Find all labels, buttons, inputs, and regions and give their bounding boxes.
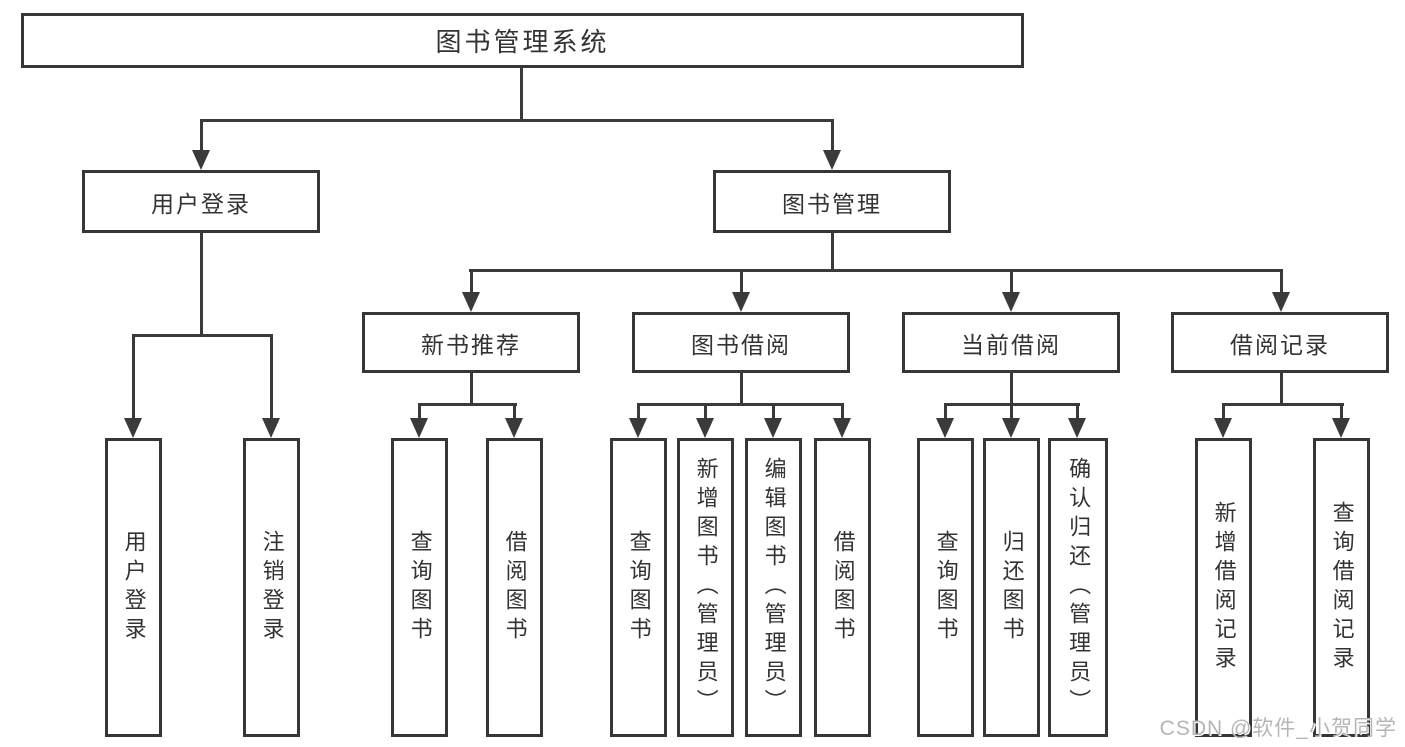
node-leaf-cb-confirm: 确认归还（管理员） — [1048, 438, 1108, 737]
arrowhead-bb-query-icon — [629, 418, 647, 438]
arrowhead-new-book-rec-icon — [462, 292, 480, 312]
node-root: 图书管理系统 — [21, 13, 1024, 68]
arrowhead-bb-add-icon — [696, 418, 714, 438]
node-user-login-label: 用户登录 — [151, 190, 251, 217]
edge-book-mgmt-drop-4 — [1280, 270, 1283, 294]
node-leaf-cb-return: 归还图书 — [983, 438, 1040, 737]
node-book-borrow-label: 图书借阅 — [691, 331, 791, 358]
edge-bb-drop-1 — [637, 404, 640, 420]
node-user-login: 用户登录 — [82, 170, 320, 233]
node-root-label: 图书管理系统 — [435, 27, 610, 57]
arrowhead-br-add-icon — [1214, 418, 1232, 438]
node-leaf-bb-add: 新增图书（管理员） — [677, 438, 734, 737]
arrowhead-cb-return-icon — [1002, 418, 1020, 438]
node-leaf-login: 用户登录 — [105, 438, 162, 737]
node-leaf-logout-label: 注销登录 — [259, 529, 285, 646]
node-leaf-br-query: 查询借阅记录 — [1313, 438, 1370, 737]
node-current-borrow: 当前借阅 — [902, 312, 1120, 373]
node-leaf-cb-query-label: 查询图书 — [933, 529, 959, 646]
node-leaf-br-query-label: 查询借阅记录 — [1329, 500, 1355, 675]
watermark: CSDN @软件_小贺同学 — [1159, 717, 1397, 740]
arrowhead-book-mgmt-icon — [823, 150, 841, 170]
node-book-mgmt-label: 图书管理 — [782, 190, 882, 217]
edge-bb-rail — [637, 403, 844, 406]
edge-book-mgmt-drop-2 — [740, 270, 743, 294]
edge-nbr-rail — [418, 403, 517, 406]
arrowhead-current-borrow-icon — [1002, 292, 1020, 312]
edge-nbr-stem — [470, 371, 473, 405]
edge-user-login-drop-2 — [270, 335, 273, 420]
node-new-book-rec: 新书推荐 — [362, 312, 580, 373]
edge-root-drop-left — [200, 120, 203, 152]
node-new-book-rec-label: 新书推荐 — [421, 331, 521, 358]
arrowhead-login-icon — [124, 418, 142, 438]
arrowhead-user-login-icon — [192, 150, 210, 170]
edge-bb-drop-4 — [841, 404, 844, 420]
edge-nbr-drop-2 — [513, 404, 516, 420]
edge-bb-stem — [740, 371, 743, 405]
arrowhead-book-borrow-icon — [732, 292, 750, 312]
edge-book-mgmt-rail — [469, 269, 1283, 272]
edge-br-drop-2 — [1340, 404, 1343, 420]
edge-cb-drop-3 — [1076, 404, 1079, 420]
node-leaf-bb-query-label: 查询图书 — [626, 529, 652, 646]
arrowhead-nbr-borrow-icon — [505, 418, 523, 438]
edge-cb-stem — [1010, 371, 1013, 405]
node-leaf-bb-edit-label: 编辑图书（管理员） — [761, 457, 787, 718]
node-book-borrow: 图书借阅 — [632, 312, 850, 373]
edge-book-mgmt-drop-3 — [1010, 270, 1013, 294]
arrowhead-cb-query-icon — [936, 418, 954, 438]
node-leaf-bb-borrow: 借阅图书 — [814, 438, 871, 737]
arrowhead-nbr-query-icon — [410, 418, 428, 438]
node-leaf-nbr-query-label: 查询图书 — [407, 529, 433, 646]
edge-cb-drop-2 — [1010, 404, 1013, 420]
node-current-borrow-label: 当前借阅 — [961, 331, 1061, 358]
arrowhead-logout-icon — [262, 418, 280, 438]
edge-user-login-drop-1 — [132, 335, 135, 420]
node-leaf-logout: 注销登录 — [243, 438, 300, 737]
node-leaf-bb-query: 查询图书 — [610, 438, 667, 737]
edge-bb-drop-3 — [772, 404, 775, 420]
node-leaf-nbr-borrow-label: 借阅图书 — [502, 529, 528, 646]
edge-book-mgmt-stem — [831, 231, 834, 271]
arrowhead-borrow-records-icon — [1272, 292, 1290, 312]
node-leaf-cb-return-label: 归还图书 — [999, 529, 1025, 646]
arrowhead-bb-borrow-icon — [833, 418, 851, 438]
edge-br-drop-1 — [1222, 404, 1225, 420]
node-book-mgmt: 图书管理 — [713, 170, 951, 233]
arrowhead-cb-confirm-icon — [1068, 418, 1086, 438]
edge-bb-drop-2 — [704, 404, 707, 420]
node-leaf-bb-borrow-label: 借阅图书 — [830, 529, 856, 646]
node-borrow-records: 借阅记录 — [1171, 312, 1389, 373]
node-leaf-br-add: 新增借阅记录 — [1195, 438, 1252, 737]
node-leaf-bb-edit: 编辑图书（管理员） — [745, 438, 802, 737]
edge-user-login-rail — [132, 334, 273, 337]
edge-user-login-stem — [200, 231, 203, 336]
edge-br-stem — [1280, 371, 1283, 405]
node-leaf-bb-add-label: 新增图书（管理员） — [693, 457, 719, 718]
node-borrow-records-label: 借阅记录 — [1230, 331, 1330, 358]
edge-root-rail — [200, 119, 834, 122]
arrowhead-bb-edit-icon — [764, 418, 782, 438]
node-leaf-nbr-query: 查询图书 — [391, 438, 448, 737]
arrowhead-br-query-icon — [1332, 418, 1350, 438]
node-leaf-cb-confirm-label: 确认归还（管理员） — [1066, 457, 1092, 718]
node-leaf-br-add-label: 新增借阅记录 — [1211, 500, 1237, 675]
edge-root-drop-right — [831, 120, 834, 152]
edge-nbr-drop-1 — [418, 404, 421, 420]
node-leaf-cb-query: 查询图书 — [917, 438, 974, 737]
edge-br-rail — [1222, 403, 1344, 406]
node-leaf-login-label: 用户登录 — [121, 529, 147, 646]
edge-cb-drop-1 — [944, 404, 947, 420]
edge-root-stem — [520, 66, 523, 121]
edge-book-mgmt-drop-1 — [470, 270, 473, 294]
node-leaf-nbr-borrow: 借阅图书 — [486, 438, 543, 737]
